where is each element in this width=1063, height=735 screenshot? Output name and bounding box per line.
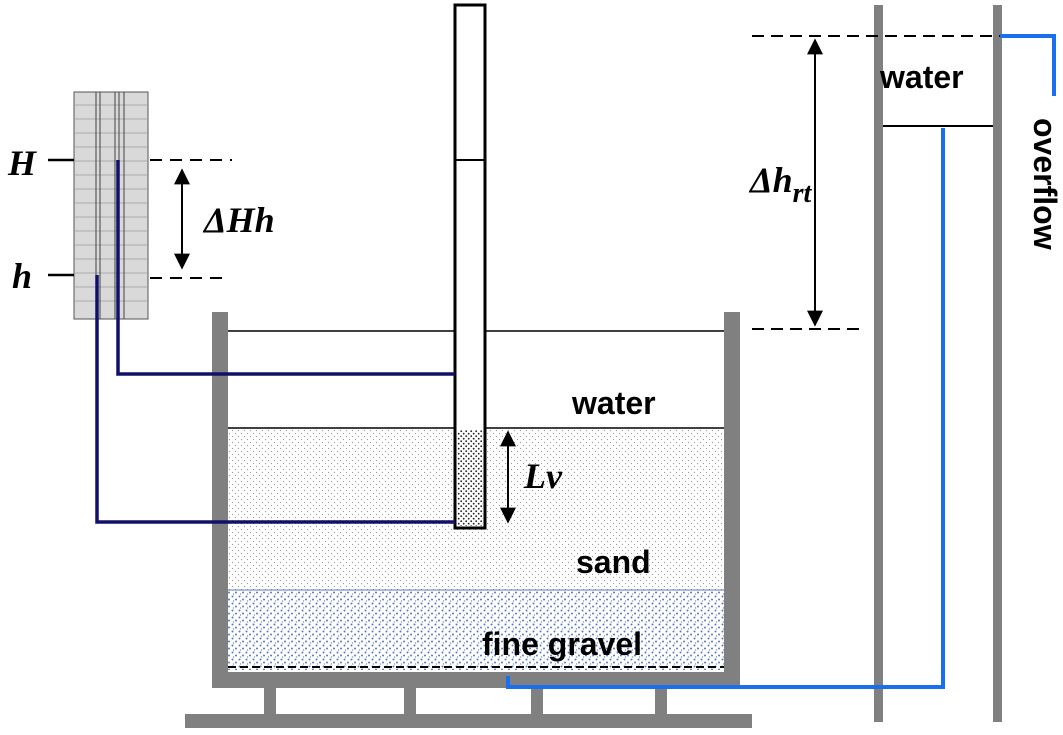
overflow-pipe: [1000, 34, 1056, 96]
manometer-tube-upper: [116, 160, 455, 376]
sand-tank: [212, 312, 740, 688]
reservoir-water-label: water: [879, 59, 964, 95]
H-label: H: [7, 143, 37, 183]
Lv-label: Lv: [523, 456, 563, 496]
delta-Hh-label: ΔHh: [202, 200, 275, 240]
manometer-tube-lower: [95, 275, 455, 524]
delta-h-rt-label: Δhrt: [748, 160, 812, 209]
fine-gravel-label: fine gravel: [482, 626, 642, 662]
measuring-tube: [453, 3, 487, 530]
fine-gravel-layer: [228, 590, 724, 670]
supply-pipe: [506, 128, 945, 689]
h-label: h: [12, 256, 32, 296]
tank-stand: [185, 686, 752, 728]
sand-label: sand: [576, 544, 651, 580]
overflow-label: overflow: [1027, 118, 1063, 250]
tank-water-label: water: [571, 385, 656, 421]
manometer-panel: [73, 91, 149, 320]
constant-head-reservoir: [752, 5, 1002, 722]
